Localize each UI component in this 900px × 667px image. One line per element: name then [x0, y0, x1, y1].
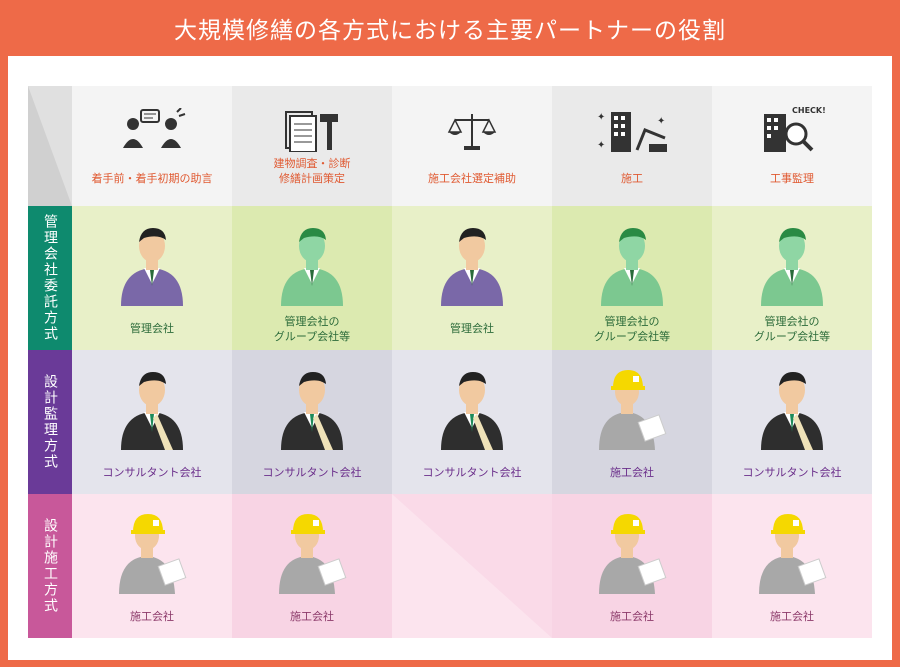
- cell-label: 管理会社の グループ会社等: [753, 315, 831, 343]
- page-title: 大規模修繕の各方式における主要パートナーの役割: [174, 18, 726, 44]
- cell-label: コンサルタント会社: [742, 466, 842, 479]
- cell-label: 施工会社: [290, 610, 334, 623]
- cell-label: 施工会社: [610, 466, 654, 479]
- svg-text:✦: ✦: [657, 116, 665, 127]
- row-label: 設計施工方式: [28, 494, 72, 638]
- svg-text:✦: ✦: [597, 112, 605, 123]
- matrix-cell: コンサルタント会社: [72, 350, 232, 494]
- matrix-cell: コンサルタント会社: [232, 350, 392, 494]
- building-check-icon: CHECK!: [762, 106, 826, 160]
- column-header-label: 施工会社選定補助: [428, 172, 516, 185]
- cell-label: コンサルタント会社: [422, 466, 522, 479]
- column-header: 建物調査・診断 修繕計画策定: [232, 86, 392, 206]
- cell-label: 管理会社: [450, 322, 494, 335]
- corner-cell: [28, 86, 72, 206]
- cell-label: 施工会社: [610, 610, 654, 623]
- person-figure: [117, 222, 187, 310]
- person-figure: [277, 510, 347, 598]
- person-figure: [437, 222, 507, 310]
- column-header-label: 着手前・着手初期の助言: [91, 172, 213, 185]
- column-header: 施工会社選定補助: [392, 86, 552, 206]
- matrix-cell: [392, 494, 552, 638]
- person-figure: [597, 222, 667, 310]
- matrix-cell: 管理会社: [392, 206, 552, 350]
- matrix-cell: コンサルタント会社: [712, 350, 872, 494]
- person-figure: [757, 366, 827, 454]
- person-figure: [117, 510, 187, 598]
- empty-cell-diagonal: [392, 494, 552, 638]
- matrix-cell: コンサルタント会社: [392, 350, 552, 494]
- matrix-cell: 施工会社: [72, 494, 232, 638]
- matrix-cell: 施工会社: [552, 494, 712, 638]
- column-header: CHECK! 工事監理: [712, 86, 872, 206]
- role-matrix: 着手前・着手初期の助言 建物調査・診断 修繕計画策定施工会社選定補助 ✦ ✦ ✦ 施工 CH…: [28, 86, 872, 638]
- check-badge: CHECK!: [792, 106, 826, 115]
- cell-label: 管理会社の グループ会社等: [593, 315, 671, 343]
- matrix-cell: 施工会社: [552, 350, 712, 494]
- person-figure: [117, 366, 187, 454]
- cell-label: 施工会社: [130, 610, 174, 623]
- matrix-cell: 管理会社の グループ会社等: [552, 206, 712, 350]
- cell-label: 管理会社: [130, 322, 174, 335]
- matrix-cell: 管理会社: [72, 206, 232, 350]
- matrix-cell: 管理会社の グループ会社等: [232, 206, 392, 350]
- cell-label: コンサルタント会社: [102, 466, 202, 479]
- person-figure: [757, 510, 827, 598]
- row-label: 管理会社委託方式: [28, 206, 72, 350]
- matrix-cell: 管理会社の グループ会社等: [712, 206, 872, 350]
- column-header-label: 施工: [621, 172, 643, 185]
- column-header: ✦ ✦ ✦ 施工: [552, 86, 712, 206]
- column-header-label: 建物調査・診断 修繕計画策定: [273, 157, 351, 185]
- cell-label: 施工会社: [770, 610, 814, 623]
- matrix-cell: 施工会社: [712, 494, 872, 638]
- person-figure: [277, 366, 347, 454]
- matrix-cell: 施工会社: [232, 494, 392, 638]
- building-crane-icon: ✦ ✦ ✦: [593, 108, 671, 160]
- person-figure: [277, 222, 347, 310]
- person-figure: [757, 222, 827, 310]
- svg-text:✦: ✦: [597, 140, 605, 151]
- person-figure: [437, 366, 507, 454]
- consultation-icon: [117, 107, 187, 156]
- row-label: 設計監理方式: [28, 350, 72, 494]
- column-header-label: 工事監理: [770, 172, 814, 185]
- scales-icon: [447, 108, 497, 156]
- person-figure: [597, 366, 667, 454]
- column-header: 着手前・着手初期の助言: [72, 86, 232, 206]
- cell-label: 管理会社の グループ会社等: [273, 315, 351, 343]
- cell-label: コンサルタント会社: [262, 466, 362, 479]
- document-hammer-icon: [282, 108, 342, 156]
- person-figure: [597, 510, 667, 598]
